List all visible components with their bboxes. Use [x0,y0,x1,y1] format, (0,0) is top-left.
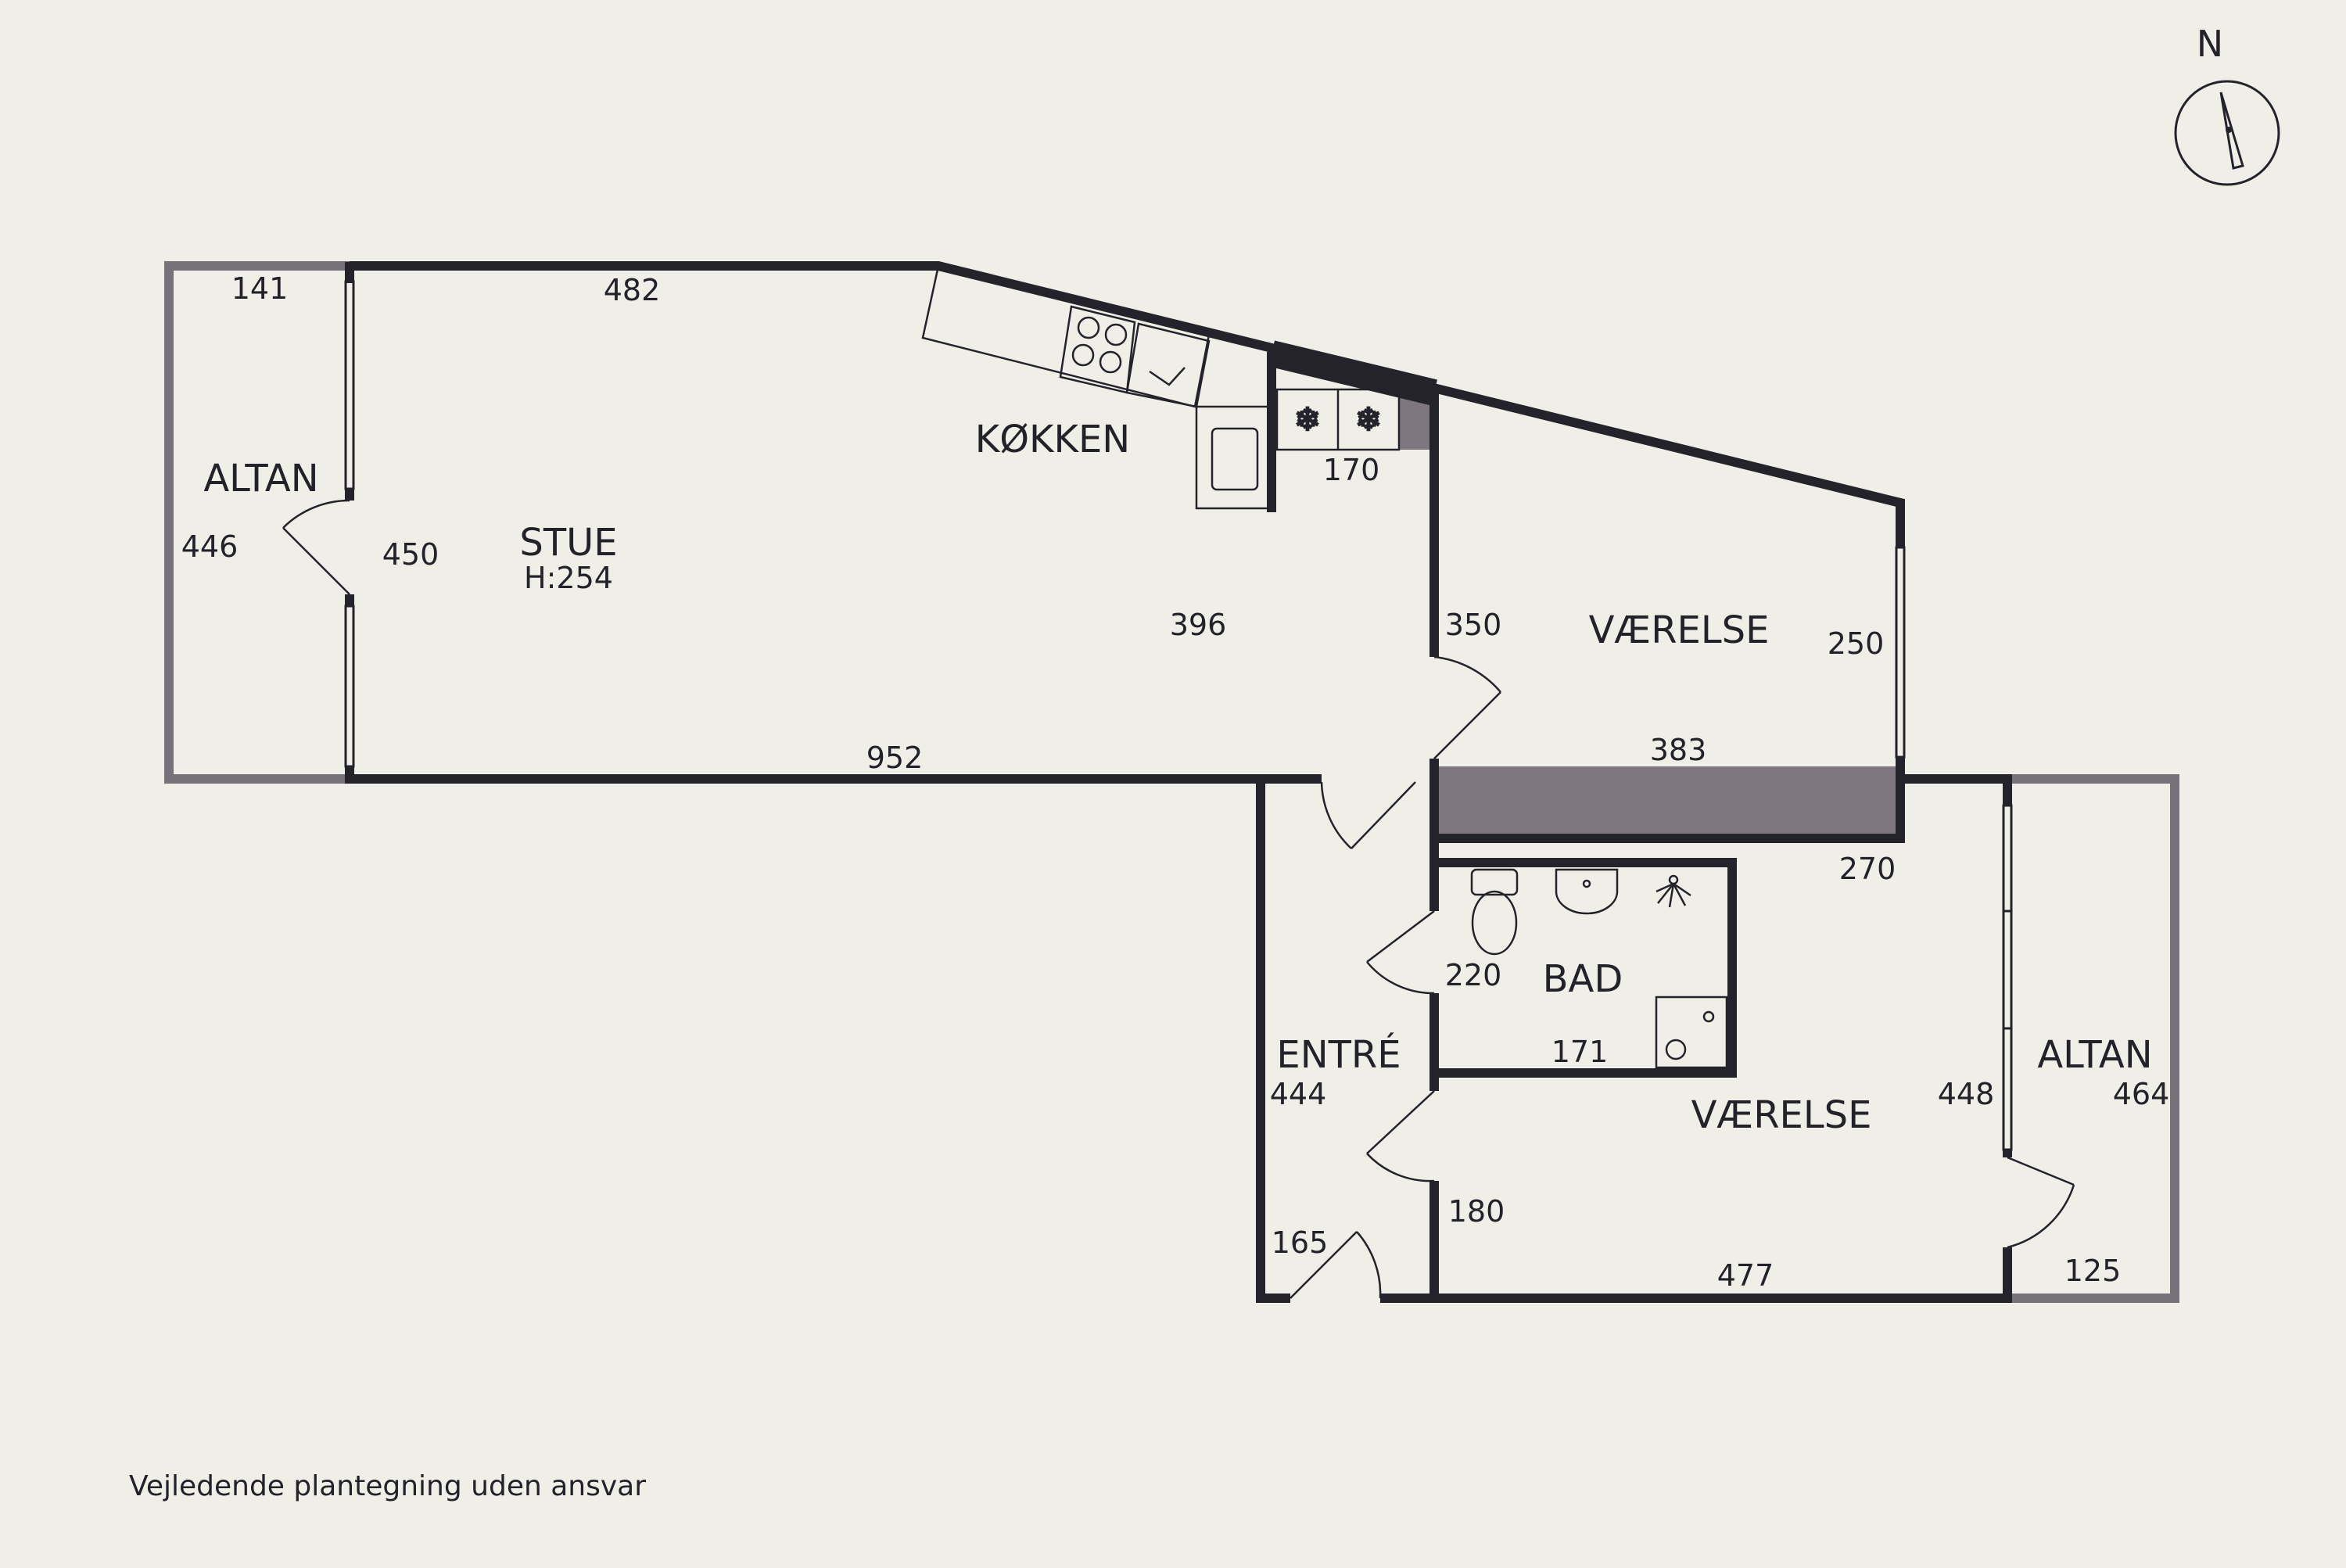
compass-needle-icon [2219,91,2244,170]
dimension-label: 477 [1717,1258,1774,1293]
door-vaerelse-altan [2007,1156,2075,1249]
compass-circle [2174,80,2280,186]
doors [282,499,2075,1299]
washer-drum-icon [1665,1039,1687,1060]
snowflake-icon: ❄ [1355,402,1382,438]
north-label: N [2197,23,2223,65]
room-label-kokken: KØKKEN [975,418,1130,461]
washer-knob-icon [1702,1010,1715,1023]
balcony-right-outline [2012,774,2179,1303]
dimension-label: 444 [1270,1077,1327,1111]
dimension-label: 270 [1839,852,1896,886]
dishes-icon [1149,367,1186,386]
bathroom-fixtures [1470,868,1728,1069]
snowflake-icon: ❄ [1294,402,1321,438]
dimension-label: 125 [2064,1254,2122,1288]
door-front [1290,1231,1382,1299]
door-entre-vaerelse [1366,1090,1435,1182]
dimension-labels: 141 482 446 450 170 396 350 250 952 383 … [181,271,2170,1293]
dimension-label: 396 [1170,608,1227,642]
room-label-bad: BAD [1543,957,1623,1001]
dimension-label: 383 [1650,733,1707,767]
washing-machine [1655,996,1728,1069]
windows [344,280,2013,1151]
dimension-label: 171 [1551,1035,1609,1069]
dimension-label: 464 [2113,1077,2170,1111]
dimension-label: 141 [231,271,289,306]
dimension-label: 250 [1828,626,1885,661]
window-stue-bottom [344,605,355,768]
balcony-outlines [164,261,2179,1303]
shower-icon [1655,874,1691,908]
burner-icon [1099,350,1122,374]
door-stue-entre [1320,781,1416,849]
room-label-altan-right: ALTAN [2037,1033,2152,1077]
room-labels: ALTAN STUE H:254 KØKKEN VÆRELSE BAD ENTR… [203,418,2152,1137]
room-label-entre: ENTRÉ [1276,1032,1401,1077]
burner-icon [1071,343,1095,367]
room-label-vaerelse-bottom: VÆRELSE [1691,1093,1872,1137]
window-vaerelse-right-b [2002,910,2013,1030]
dimension-label: 446 [181,529,239,564]
stove [1059,305,1136,394]
compass: N [2174,23,2280,186]
top-wall [350,261,1905,547]
kitchen-fixtures: ❄ ❄ [921,264,1401,510]
dimension-label: 170 [1323,453,1380,487]
dimension-label: 165 [1272,1225,1329,1260]
dimension-label: 448 [1938,1077,1995,1111]
compass-center [2226,127,2232,133]
kitchen-thick-wall [1268,340,1437,406]
dimension-label: 450 [382,537,439,572]
room-label-altan-left: ALTAN [203,457,318,501]
room-label-vaerelse-top: VÆRELSE [1589,608,1770,652]
faucet-icon [1582,879,1591,888]
kitchen-counter-side [1195,405,1273,510]
window-vaerelse-right-a [2002,804,2013,913]
kitchen-sink [1211,427,1259,491]
toilet-icon [1471,890,1518,956]
room-label-stue: STUE [519,521,617,565]
window-vaerelse-top [1895,546,1906,759]
door-stue-vaerelse [1433,655,1501,759]
door-stue-altan [282,499,350,595]
dimension-label: 180 [1448,1194,1505,1229]
entre-wall [1256,774,1322,1303]
disclaimer-text: Vejledende plantegning uden ansvar [129,1470,646,1502]
window-vaerelse-right-c [2002,1027,2013,1151]
burner-icon [1077,316,1100,339]
window-stue-top [344,280,355,490]
door-bad [1366,910,1435,995]
bad-walls [1434,858,1737,1078]
dimension-label: 350 [1445,608,1502,642]
dimension-label: 220 [1445,958,1502,992]
dimension-label: 952 [866,741,924,775]
toilet-tank [1470,868,1519,896]
balcony-left-outline [164,261,350,784]
burner-icon [1104,323,1128,346]
dimension-label: 482 [604,273,661,307]
beam-fill [1434,766,1899,838]
room-height-stue: H:254 [524,561,613,595]
sink-icon [1555,868,1619,915]
